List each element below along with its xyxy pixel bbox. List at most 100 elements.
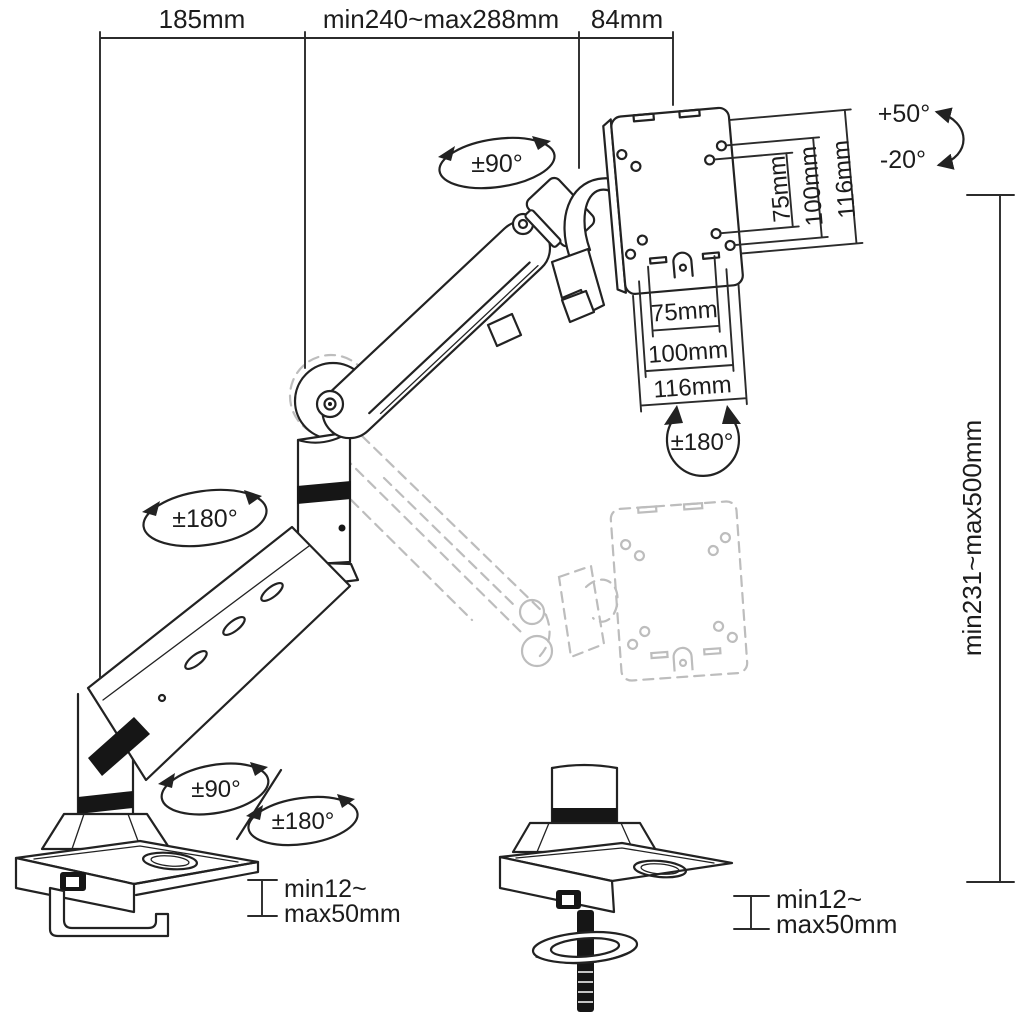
arrowhead-icon <box>532 136 551 150</box>
vesa-bottom-116-label: 116mm <box>653 371 733 403</box>
arrowhead-icon <box>438 146 455 161</box>
c-clamp <box>48 886 170 938</box>
vesa-slot <box>701 251 721 260</box>
vesa-plate: 75mm 100mm 116mm <box>602 106 864 295</box>
vesa-rotate-label: ±180° <box>671 429 734 456</box>
arrowhead-icon <box>722 405 741 424</box>
ghost-arm-edge <box>342 455 526 637</box>
cable-slot <box>260 581 284 603</box>
tilt-down-label: -20° <box>880 146 926 174</box>
vesa-rotation-annotation: ±180° <box>664 405 741 477</box>
base-side-edge <box>132 860 260 897</box>
base-swivel-label: ±90° <box>191 776 240 803</box>
base-swivel-annotation: ±90° ±180° <box>158 762 359 847</box>
elbow-screw-dot <box>338 524 346 532</box>
rotation-ellipse-arrow <box>438 136 556 190</box>
arrowhead-icon <box>158 773 175 788</box>
arrowhead-icon <box>664 405 683 425</box>
ghost-screw <box>518 598 546 626</box>
head-swivel-label: ±90° <box>471 150 523 178</box>
tilt-arc-arrow <box>934 107 965 170</box>
ghost-screw <box>520 634 554 668</box>
base-top-rim <box>33 845 239 863</box>
ghost-head-bracket <box>557 564 606 659</box>
tilt-up-label: +50° <box>878 100 930 128</box>
base-release-button-inner <box>66 877 79 887</box>
vesa-hole-75 <box>636 234 648 246</box>
elbow-rotate-label: ±180° <box>172 505 237 533</box>
base-top-rim <box>515 847 715 864</box>
reach-front-label: 84mm <box>591 4 663 34</box>
vesa-hole-100 <box>616 148 628 161</box>
cable-slot <box>222 615 246 637</box>
ghost-arm-edge <box>325 474 474 622</box>
arrowhead-icon <box>250 762 268 776</box>
ghost-arm-edge <box>360 434 548 617</box>
elbow-rotate-annotation: ±180° <box>142 488 268 548</box>
vesa-hole-100 <box>724 239 736 252</box>
clamp-range-right: min12~ max50mm <box>733 884 897 939</box>
pole-top <box>550 763 619 770</box>
elbow-ring <box>297 481 351 504</box>
lower-arm-screw-dot <box>157 693 167 703</box>
vesa-hole-100 <box>624 248 637 260</box>
rotation-circle-arrow <box>665 413 741 477</box>
vesa-bottom-75-label: 75mm <box>650 296 718 328</box>
desk-clamp-base <box>14 692 260 938</box>
base-slot <box>632 859 688 879</box>
rotation-ellipse-arrow <box>160 762 270 816</box>
base-slot <box>141 851 199 871</box>
vesa-hole-100 <box>715 140 728 152</box>
clamp-left-line1: min12~ <box>284 875 367 903</box>
vesa-notch <box>632 112 656 123</box>
annotation-slash <box>235 768 283 841</box>
lower-arm <box>86 525 352 782</box>
base-front-face <box>498 855 616 914</box>
vesa-side-75-label: 75mm <box>764 155 797 224</box>
head-joint <box>524 176 633 324</box>
vesa-side-100-label: 100mm <box>795 145 829 227</box>
height-range-label: min231~max500mm <box>957 420 987 656</box>
arrowhead-icon <box>244 490 262 505</box>
top-dimensions: 185mm min240~max288mm 84mm <box>99 4 674 679</box>
upper-arm <box>315 212 552 440</box>
rotation-ellipse-arrow <box>142 488 268 548</box>
vesa-hole-75 <box>630 160 642 172</box>
height-dimension: min231~max500mm <box>957 194 1015 883</box>
vesa-notch <box>678 108 701 119</box>
pivot-cap <box>524 209 562 248</box>
cable-clip <box>486 312 523 348</box>
elbow-screw-dot <box>328 402 332 406</box>
clamp-right-line1: min12~ <box>776 884 862 914</box>
cable-slot <box>184 649 208 671</box>
ghost-vesa-plate <box>609 500 749 682</box>
head-screw-inner <box>517 218 529 230</box>
base-rotate-label: ±180° <box>272 808 335 835</box>
pole-ring <box>78 791 133 814</box>
arm-pole-junction-shadow <box>88 717 150 776</box>
upper-arm-slot <box>368 261 531 415</box>
ghost-arm-lowered-position <box>288 353 749 682</box>
ghost-arm-endcap <box>536 613 551 660</box>
elbow-screw-inner <box>323 397 337 411</box>
arrowhead-icon <box>337 794 355 808</box>
reach-mid-label: min240~max288mm <box>323 4 559 34</box>
head-bracket-clip <box>560 289 596 324</box>
grommet-mount-base <box>498 763 734 1012</box>
vesa-plate-face <box>610 106 744 295</box>
vesa-slot <box>648 255 668 265</box>
ghost-head-hook <box>584 578 619 623</box>
quick-release-pin <box>678 263 688 272</box>
vesa-bottom-100-label: 100mm <box>647 336 729 369</box>
tilt-annotation: +50° -20° <box>878 100 965 174</box>
head-swivel-annotation: ±90° <box>438 136 556 190</box>
arrowhead-icon <box>142 501 160 516</box>
vesa-bottom-dimensions: 75mm 100mm 116mm <box>632 255 748 413</box>
rotation-ellipse-arrow <box>247 795 359 847</box>
base-slot-inner <box>640 863 680 875</box>
vesa-side-116-label: 116mm <box>827 139 861 219</box>
base-release-button-inner <box>562 895 574 905</box>
clamp-left-line2: max50mm <box>284 900 401 928</box>
